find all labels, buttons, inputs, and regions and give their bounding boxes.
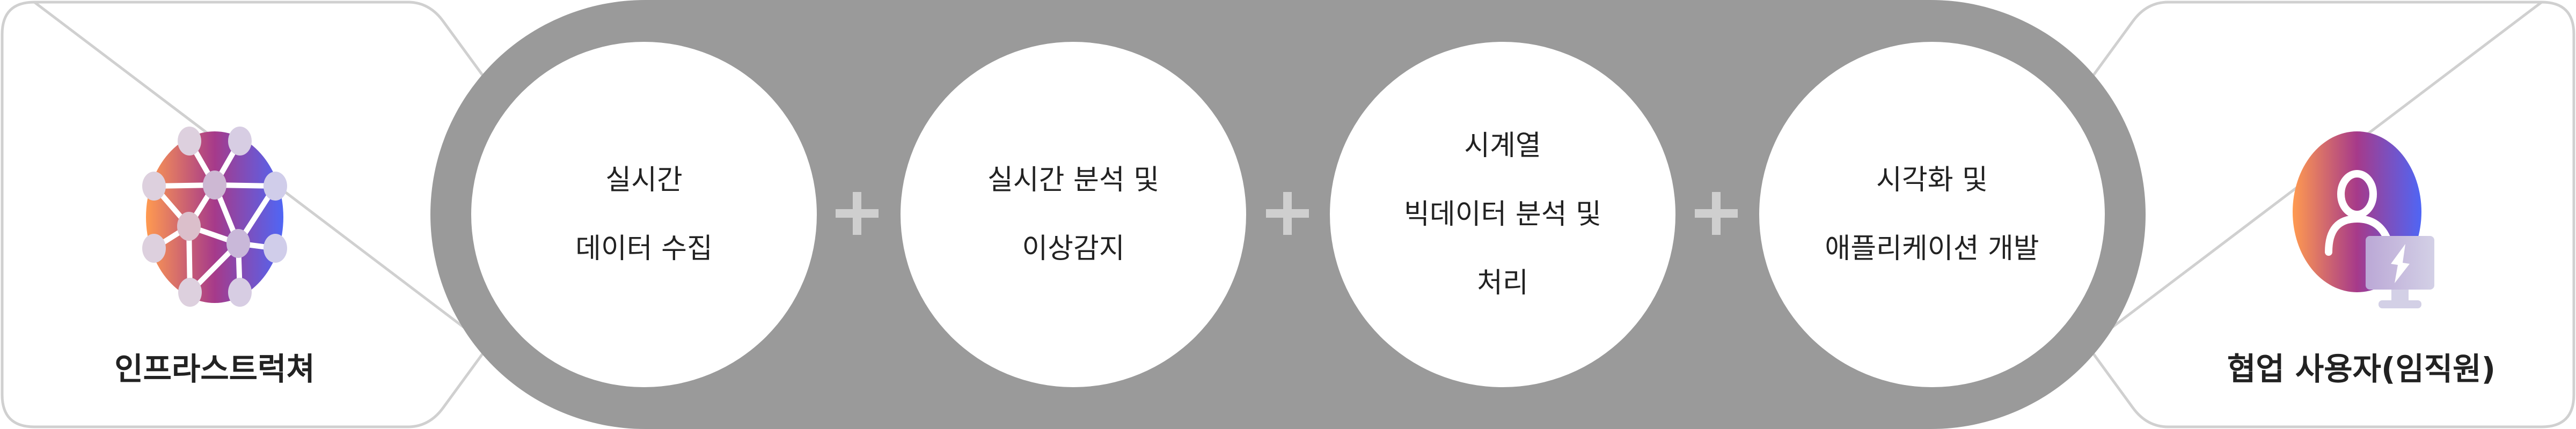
- collaboration-user-card: 협업 사용자(임직원): [2147, 0, 2576, 429]
- infrastructure-card: 인프라스트럭쳐: [0, 0, 429, 429]
- user-monitor-icon: [2293, 131, 2434, 308]
- plus-icon: [1266, 192, 1309, 235]
- collaboration-user-label: 협업 사용자(임직원): [2227, 351, 2496, 387]
- network-nodes-icon: [142, 127, 287, 307]
- step-line: 애플리케이션 개발: [1825, 233, 2039, 265]
- step-line: 이상감지: [1022, 233, 1125, 265]
- plus-icon: [1695, 192, 1738, 235]
- infrastructure-label: 인프라스트럭쳐: [114, 351, 315, 387]
- step-realtime-analysis: 실시간 분석 및 이상감지: [901, 42, 1246, 387]
- step-line: 처리: [1477, 267, 1528, 299]
- step-line: 시각화 및: [1876, 164, 1988, 196]
- step-line: 실시간 분석 및: [987, 164, 1160, 196]
- step-line: 데이터 수집: [575, 233, 713, 265]
- step-realtime-collection: 실시간 데이터 수집: [471, 42, 817, 387]
- step-line: 빅데이터 분석 및: [1404, 198, 1601, 231]
- step-timeseries-bigdata: 시계열 빅데이터 분석 및 처리: [1330, 42, 1675, 387]
- step-line: 시계열: [1464, 130, 1541, 162]
- step-visualization-app: 시각화 및 애플리케이션 개발: [1759, 42, 2105, 387]
- plus-icon: [836, 192, 879, 235]
- step-line: 실시간: [605, 164, 683, 196]
